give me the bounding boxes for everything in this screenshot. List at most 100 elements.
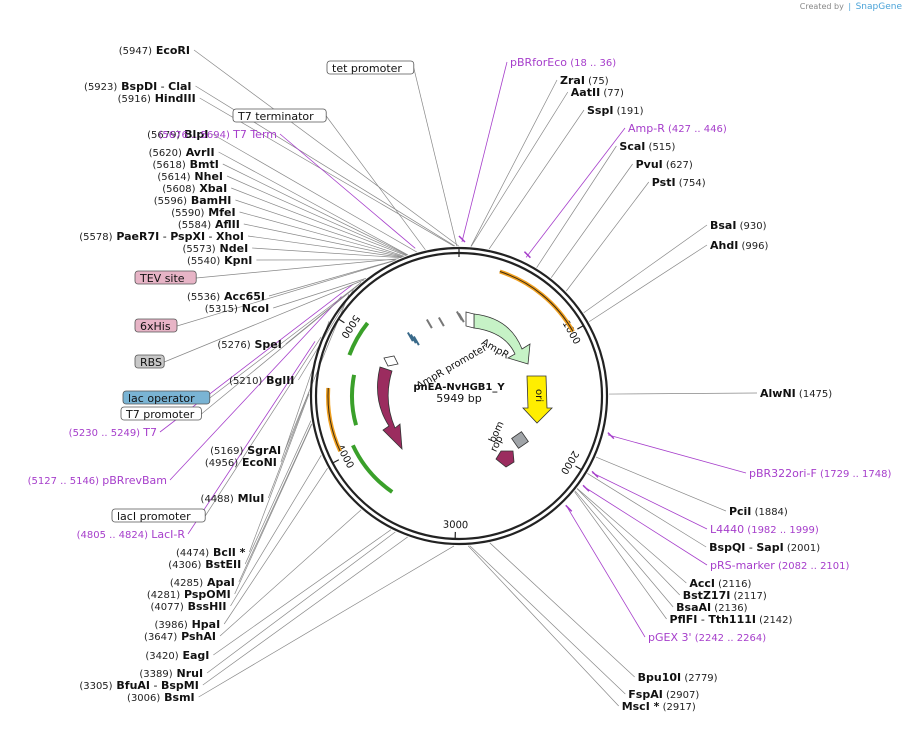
enzyme-site-aflii[interactable]: (5584) AflII xyxy=(178,218,240,231)
primer-range: (5230 .. 5249) xyxy=(69,428,144,439)
ampr-cds-arc-core xyxy=(499,271,574,332)
laci-arrow[interactable] xyxy=(377,366,403,451)
enzyme-name: BmtI xyxy=(186,158,219,171)
ampr-arrow[interactable] xyxy=(473,313,531,365)
enzyme-site-psti[interactable]: PstI (754) xyxy=(652,176,706,189)
enzyme-label: (5540) KpnI xyxy=(187,254,252,267)
enzyme-site-sspi[interactable]: SspI (191) xyxy=(587,104,644,117)
enzyme-name: NruI xyxy=(173,667,203,680)
enzyme-site-fspai[interactable]: FspAI (2907) xyxy=(628,688,699,701)
feature-t7-promoter[interactable]: T7 promoter xyxy=(120,406,202,421)
enzyme-site-aatii[interactable]: AatII (77) xyxy=(571,86,624,99)
enzyme-site-ecori[interactable]: (5947) EcoRI xyxy=(119,44,190,57)
enzyme-site-bmti[interactable]: (5618) BmtI xyxy=(153,158,219,171)
enzyme-name: BclI * xyxy=(209,546,245,559)
feature-tet-promoter[interactable]: tet promoter xyxy=(326,60,415,75)
enzyme-site-bamhi[interactable]: (5596) BamHI xyxy=(154,194,232,207)
enzyme-site-bsai[interactable]: BsaI (930) xyxy=(710,219,767,232)
enzyme-site-xbai[interactable]: (5608) XbaI xyxy=(162,182,227,195)
enzyme-name: BstEII xyxy=(201,558,241,571)
enzyme-site-scai[interactable]: ScaI (515) xyxy=(619,140,675,153)
enzyme-name: ScaI xyxy=(619,140,645,153)
enzyme-site-ncoi[interactable]: (5315) NcoI xyxy=(205,302,269,315)
enzyme-site-bfuai[interactable]: (3305) BfuAI - BspMI xyxy=(79,679,199,692)
credit-prefix: Created by xyxy=(799,2,844,11)
enzyme-label: (5620) AvrII xyxy=(149,146,215,159)
primer-pgex3[interactable]: pGEX 3' (2242 .. 2264) xyxy=(648,631,766,644)
enzyme-site-spei[interactable]: (5276) SpeI xyxy=(217,338,281,351)
enzyme-site-pcii[interactable]: PciI (1884) xyxy=(729,505,788,518)
feature-tev-site[interactable]: TEV site xyxy=(134,270,197,285)
enzyme-site-paer7i[interactable]: (5578) PaeR7I - PspXI - XhoI xyxy=(79,230,244,243)
enzyme-site-alwni[interactable]: AlwNI (1475) xyxy=(760,387,832,400)
enzyme-site-bstz17i[interactable]: BstZ17I (2117) xyxy=(683,589,767,602)
enzyme-site-pvui[interactable]: PvuI (627) xyxy=(636,158,693,171)
enzyme-site-acc65i[interactable]: (5536) Acc65I xyxy=(187,290,265,303)
primer-name: pBRforEco xyxy=(510,56,567,69)
feature-t7-terminator[interactable]: T7 terminator xyxy=(232,108,327,123)
bom-block[interactable] xyxy=(511,431,529,449)
enzyme-site-ndei[interactable]: (5573) NdeI xyxy=(182,242,248,255)
primer-t7term[interactable]: (5676 .. 5694) T7 Term xyxy=(159,128,278,141)
enzyme-label: AatII (77) xyxy=(571,86,624,99)
enzyme-site-nhei[interactable]: (5614) NheI xyxy=(157,170,223,183)
enzyme-leader xyxy=(489,542,635,678)
enzyme-site-avrii[interactable]: (5620) AvrII xyxy=(149,146,215,159)
enzyme-site-sgrai[interactable]: (5169) SgrAI xyxy=(210,444,281,457)
enzyme-site-ahdi[interactable]: AhdI (996) xyxy=(710,239,768,252)
primer-mark xyxy=(607,432,615,440)
feature-laci-promoter[interactable]: lacI promoter xyxy=(111,508,206,523)
enzyme-site-mlui[interactable]: (4488) MluI xyxy=(201,492,265,505)
enzyme-label: PflFI - Tth111I (2142) xyxy=(670,613,793,626)
enzyme-site-kpni[interactable]: (5540) KpnI xyxy=(187,254,252,267)
feature-lac-operator[interactable]: lac operator xyxy=(122,390,211,405)
primer-pbrrevbam[interactable]: (5127 .. 5146) pBRrevBam xyxy=(28,474,167,487)
enzyme-site-bsteii[interactable]: (4306) BstEII xyxy=(168,558,241,571)
enzyme-leader xyxy=(249,393,310,553)
enzyme-site-bspdi[interactable]: (5923) BspDI - ClaI xyxy=(84,80,191,93)
ori-arrow[interactable] xyxy=(522,375,553,424)
enzyme-label: (5947) EcoRI xyxy=(119,44,190,57)
enzyme-site-eagi[interactable]: (3420) EagI xyxy=(145,649,209,662)
enzyme-leader xyxy=(267,391,310,499)
enzyme-site-bspqi[interactable]: BspQI - SapI (2001) xyxy=(709,541,820,554)
feature-rbs[interactable]: RBS xyxy=(134,354,165,369)
enzyme-site-econi[interactable]: (4956) EcoNI xyxy=(205,456,277,469)
rop-arrow[interactable] xyxy=(495,450,515,468)
enzyme-position: (191) xyxy=(613,106,643,117)
enzyme-leader xyxy=(222,163,408,256)
enzyme-site-bpu10i[interactable]: Bpu10I (2779) xyxy=(638,671,718,684)
enzyme-site-zrai[interactable]: ZraI (75) xyxy=(560,74,609,87)
enzyme-site-bcli[interactable]: (4474) BclI * xyxy=(176,546,246,559)
enzyme-site-pspomi[interactable]: (4281) PspOMI xyxy=(147,588,231,601)
enzyme-site-pflfi[interactable]: PflFI - Tth111I (2142) xyxy=(670,613,793,626)
enzyme-separator: - xyxy=(150,679,161,692)
enzyme-site-bsaai[interactable]: BsaAI (2136) xyxy=(676,601,747,614)
primer-pbrforeco[interactable]: pBRforEco (18 .. 36) xyxy=(510,56,616,69)
enzyme-site-apai[interactable]: (4285) ApaI xyxy=(170,576,235,589)
enzyme-label: PstI (754) xyxy=(652,176,706,189)
primer-t7[interactable]: (5230 .. 5249) T7 xyxy=(69,426,157,439)
feature-box xyxy=(120,406,202,421)
primer-l4440[interactable]: L4440 (1982 .. 1999) xyxy=(710,523,819,536)
enzyme-site-nrui[interactable]: (3389) NruI xyxy=(139,667,203,680)
enzyme-name: Tth111I xyxy=(708,613,756,626)
enzyme-site-mfei[interactable]: (5590) MfeI xyxy=(171,206,235,219)
primer-lacir[interactable]: (4805 .. 4824) LacI-R xyxy=(77,528,186,541)
enzyme-site-bglii[interactable]: (5210) BglII xyxy=(229,374,294,387)
enzyme-position: (2116) xyxy=(715,579,752,590)
enzyme-site-msci[interactable]: MscI * (2917) xyxy=(622,700,696,713)
enzyme-site-bsshii[interactable]: (4077) BssHII xyxy=(151,600,227,613)
primer-pbr322orif[interactable]: pBR322ori-F (1729 .. 1748) xyxy=(749,467,891,480)
enzyme-site-pshai[interactable]: (3647) PshAI xyxy=(144,630,216,643)
feature-6xhis[interactable]: 6xHis xyxy=(134,318,178,333)
primer-ampr[interactable]: Amp-R (427 .. 446) xyxy=(628,122,727,135)
enzyme-site-hindiii[interactable]: (5916) HindIII xyxy=(118,92,196,105)
enzyme-name: SspI xyxy=(587,104,613,117)
enzyme-site-bsmi[interactable]: (3006) BsmI xyxy=(127,691,195,704)
enzyme-label: MscI * (2917) xyxy=(622,700,696,713)
enzyme-site-blpi[interactable]: (5679) BlpI xyxy=(147,128,208,141)
primer-prsmarker[interactable]: pRS-marker (2082 .. 2101) xyxy=(710,559,850,572)
enzyme-site-hpai[interactable]: (3986) HpaI xyxy=(154,618,220,631)
enzyme-site-acci[interactable]: AccI (2116) xyxy=(689,577,751,590)
